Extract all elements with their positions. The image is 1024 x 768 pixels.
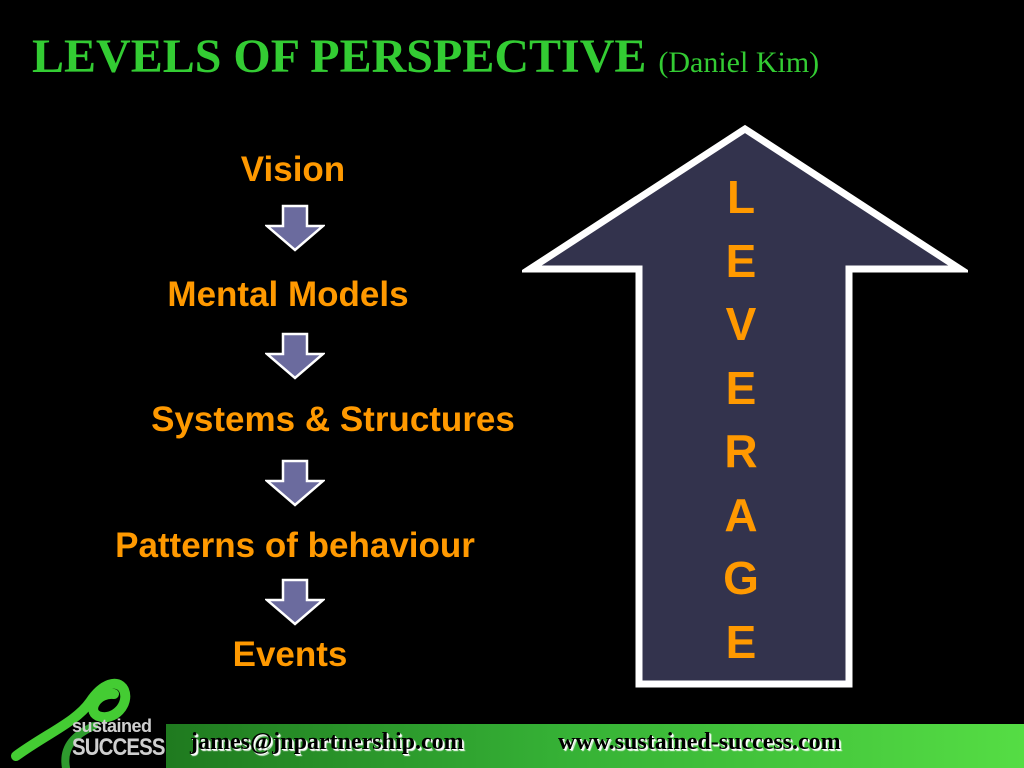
footer-bar: james@jnpartnership.com www.sustained-su… xyxy=(166,724,1024,768)
level-events: Events xyxy=(232,635,348,674)
down-arrow-icon xyxy=(265,204,325,252)
logo-text-sustained: sustained xyxy=(72,716,152,736)
slide-title-main: LEVELS OF PERSPECTIVE xyxy=(32,30,647,83)
slide-title-attribution: (Daniel Kim) xyxy=(658,46,820,79)
up-arrow-icon xyxy=(522,124,968,688)
leverage-text: LEVERAGE xyxy=(723,171,759,668)
logo-text-success: SUCCESS xyxy=(72,734,166,761)
swirl-logo-icon xyxy=(11,678,131,768)
down-arrow-icon xyxy=(265,332,325,380)
level-systems-structures: Systems & Structures xyxy=(151,400,515,439)
level-patterns-of-behaviour: Patterns of behaviour xyxy=(115,526,475,565)
footer-email[interactable]: james@jnpartnership.com xyxy=(190,729,464,755)
level-vision: Vision xyxy=(240,150,346,189)
down-arrow-icon xyxy=(265,459,325,507)
slide-title: LEVELS OF PERSPECTIVE (Daniel Kim) xyxy=(32,28,819,92)
level-mental-models: Mental Models xyxy=(167,275,409,314)
down-arrow-icon xyxy=(265,578,325,626)
footer-website[interactable]: www.sustained-success.com xyxy=(558,729,841,755)
